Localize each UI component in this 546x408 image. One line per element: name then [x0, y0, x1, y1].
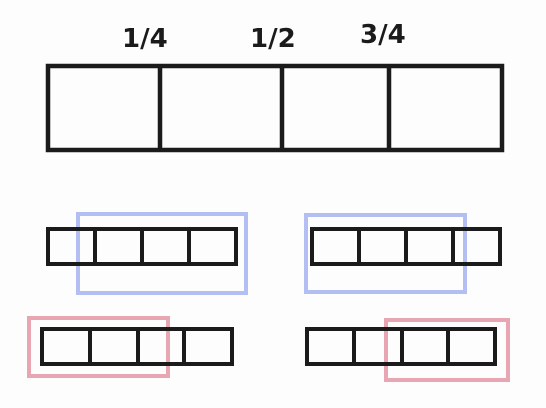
bottom-right-strip — [305, 327, 497, 366]
number-line-bar — [45, 63, 505, 153]
number-line: 1/4 1/2 3/4 — [45, 20, 505, 153]
highlight-box-top-left — [76, 212, 248, 295]
highlight-box-top-right — [304, 213, 467, 294]
highlight-box-bottom-left — [27, 316, 170, 378]
top-left-strip — [46, 227, 238, 266]
tick-label-quarter: 1/4 — [122, 24, 168, 54]
tick-label-half: 1/2 — [250, 24, 296, 54]
tick-label-three-quarters: 3/4 — [360, 20, 406, 50]
top-right-strip — [310, 227, 502, 266]
bottom-left-strip — [40, 327, 234, 366]
highlight-box-bottom-right — [384, 318, 510, 382]
